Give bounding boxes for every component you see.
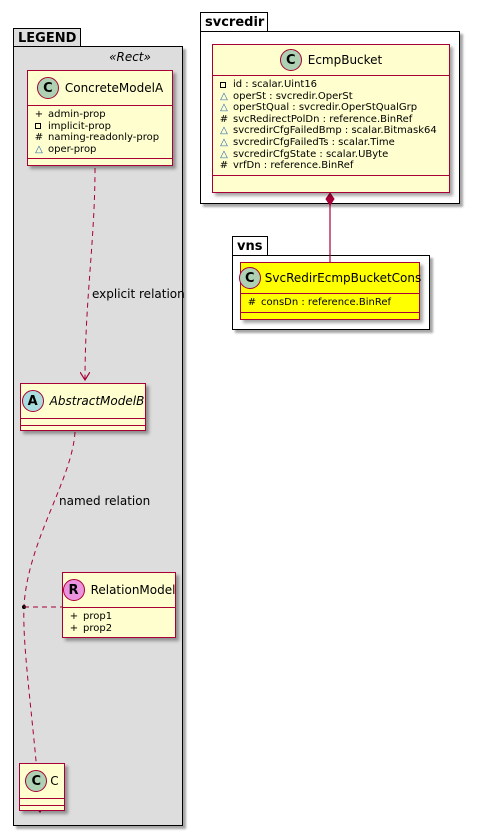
attribute-list: # consDn : reference.BinRef — [241, 294, 419, 313]
class-ecmp-bucket[interactable]: C EcmpBucket id : scalar.Uint16 △ operSt … — [212, 44, 450, 193]
class-svc-redir-ecmp-bucket-cons[interactable]: C SvcRedirEcmpBucketCons # consDn : refer… — [238, 262, 422, 320]
explicit-relation-line — [85, 167, 96, 380]
package-private-icon: △ — [220, 125, 228, 137]
class-concrete-model-a[interactable]: C ConcreteModelA + admin-prop implicit-pr… — [27, 70, 173, 166]
attribute-text: implicit-prop — [48, 120, 111, 132]
vns-package-tab: vns — [232, 236, 268, 256]
package-private-icon: △ — [220, 102, 228, 114]
empty-compartment — [21, 426, 145, 432]
attribute-list: + prop1 + prop2 — [63, 608, 175, 637]
attribute-text: naming-readonly-prop — [48, 132, 160, 144]
protected-icon: # — [219, 160, 229, 172]
empty-compartment — [21, 419, 145, 426]
attribute-row: + admin-prop — [34, 109, 166, 121]
attribute-text: svcredirCfgFailedBmp : scalar.Bitmask64 — [233, 125, 437, 137]
class-header: C SvcRedirEcmpBucketCons — [238, 263, 422, 294]
legend-stereotype: «Rect» — [109, 50, 151, 64]
attribute-text: operSt : svcredir.OperSt — [233, 90, 353, 102]
class-c-icon: C — [25, 770, 48, 792]
attribute-text: id : scalar.Uint16 — [233, 79, 318, 90]
legend-package-title: LEGEND — [18, 31, 77, 46]
class-c-icon: C — [238, 267, 261, 289]
public-icon: + — [34, 109, 44, 120]
class-c-icon: C — [279, 49, 302, 71]
attribute-row: △ svcredirCfgState : scalar.UByte — [219, 149, 443, 161]
empty-compartment — [20, 806, 64, 812]
class-abstract-model-b[interactable]: A AbstractModelB — [20, 383, 146, 431]
attribute-text: operStQual : svcredir.OperStQualGrp — [233, 102, 418, 114]
attribute-row: # naming-readonly-prop — [34, 132, 166, 144]
attribute-row: △ operSt : svcredir.OperSt — [219, 91, 443, 103]
protected-icon: # — [247, 297, 257, 308]
private-icon — [35, 123, 41, 130]
composition-diamond — [325, 192, 335, 206]
attribute-row: △ operStQual : svcredir.OperStQualGrp — [219, 102, 443, 114]
attribute-text: prop2 — [83, 622, 113, 634]
attribute-row: # svcRedirectPolDn : reference.BinRef — [219, 114, 443, 126]
class-name: SvcRedirEcmpBucketCons — [264, 271, 422, 285]
package-private-icon: △ — [220, 90, 228, 102]
package-private-icon: △ — [220, 148, 228, 160]
attribute-row: id : scalar.Uint16 — [219, 79, 443, 91]
class-name: C — [50, 774, 59, 788]
attribute-text: svcRedirectPolDn : reference.BinRef — [233, 113, 413, 125]
class-name: AbstractModelB — [49, 394, 145, 408]
svcredir-package-tab: svcredir — [200, 12, 268, 32]
protected-icon: # — [219, 113, 229, 125]
legend-package-body — [13, 46, 183, 826]
explicit-relation-label: explicit relation — [92, 287, 185, 301]
legend-package-tab: LEGEND — [13, 28, 81, 47]
named-relation-label: named relation — [59, 494, 151, 508]
class-name: ConcreteModelA — [64, 81, 164, 95]
attribute-list: + admin-prop implicit-prop # naming-readon… — [28, 106, 172, 160]
class-relation-model[interactable]: R RelationModel + prop1 + prop2 — [62, 572, 176, 638]
attribute-text: oper-prop — [48, 143, 97, 155]
attribute-text: prop1 — [83, 611, 113, 622]
attribute-row: implicit-prop — [34, 121, 166, 133]
class-header: R RelationModel — [62, 573, 176, 608]
class-header: C C — [20, 764, 64, 799]
attribute-text: consDn : reference.BinRef — [261, 297, 392, 308]
empty-compartment — [20, 799, 64, 806]
attribute-row: + prop2 — [69, 623, 169, 635]
attribute-row: + prop1 — [69, 611, 169, 623]
attribute-text: admin-prop — [48, 109, 106, 120]
public-icon: + — [69, 611, 79, 622]
class-header: C ConcreteModelA — [28, 71, 172, 106]
attribute-row: # vrfDn : reference.BinRef — [219, 160, 443, 172]
class-header: A AbstractModelB — [21, 384, 145, 419]
attribute-row: △ svcredirCfgFailedTs : scalar.Time — [219, 137, 443, 149]
class-name: RelationModel — [90, 583, 176, 597]
package-private-icon: △ — [220, 136, 228, 148]
attribute-text: svcredirCfgState : scalar.UByte — [233, 148, 389, 160]
public-icon: + — [69, 622, 79, 634]
private-icon — [220, 81, 226, 88]
attribute-text: svcredirCfgFailedTs : scalar.Time — [233, 136, 395, 148]
attribute-text: vrfDn : reference.BinRef — [233, 160, 354, 172]
relation-r-icon: R — [62, 579, 85, 601]
class-c-icon: C — [36, 77, 59, 99]
class-c[interactable]: C C — [19, 763, 65, 811]
protected-icon: # — [34, 132, 44, 144]
svcredir-package-title: svcredir — [205, 15, 265, 30]
attribute-list: id : scalar.Uint16 △ operSt : svcredir.Op… — [213, 76, 449, 176]
attribute-row: △ oper-prop — [34, 144, 166, 156]
vns-package-title: vns — [237, 239, 263, 254]
attribute-row: △ svcredirCfgFailedBmp : scalar.Bitmask64 — [219, 125, 443, 137]
attribute-row: # consDn : reference.BinRef — [247, 297, 413, 309]
class-header: C EcmpBucket — [213, 45, 449, 76]
package-private-icon: △ — [35, 143, 43, 155]
abstract-a-icon: A — [21, 390, 44, 412]
class-name: EcmpBucket — [307, 53, 383, 67]
